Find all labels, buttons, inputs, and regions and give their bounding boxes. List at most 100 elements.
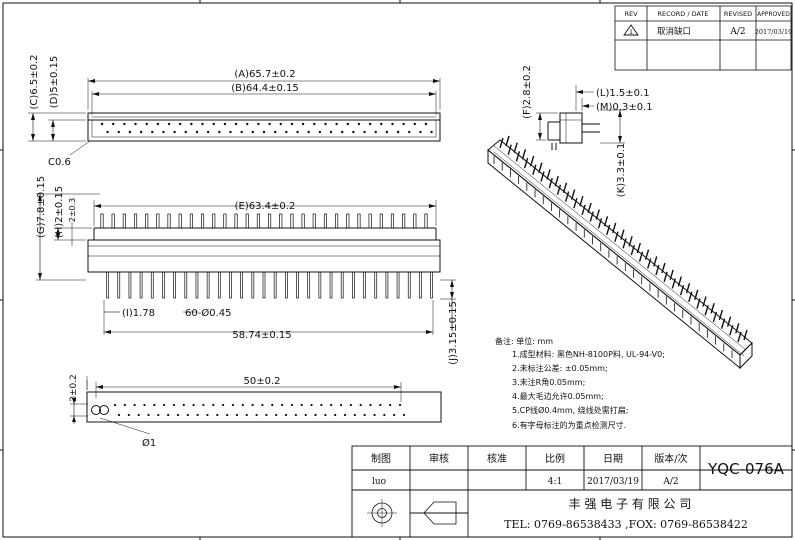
hole-dot xyxy=(167,413,170,417)
contact-dot xyxy=(290,122,294,126)
pin-lower xyxy=(419,271,422,299)
notes-title: 备注: 单位: mm xyxy=(495,336,553,346)
dim-f-label: (F)2.8±0.2 xyxy=(522,65,533,119)
value-version: A/2 xyxy=(662,477,678,487)
hole-dot xyxy=(147,413,150,417)
hole-dot xyxy=(186,413,189,417)
iso-pin xyxy=(694,289,699,301)
contact-dot xyxy=(408,130,411,134)
iso-pin xyxy=(505,135,510,147)
dim-m-label: (M)0.3±0.1 xyxy=(596,102,653,113)
dim-j-label: (J)3.15±0.15 xyxy=(448,301,459,365)
contact-dot xyxy=(396,130,400,134)
contact-dot xyxy=(391,122,394,126)
hole-dot xyxy=(216,413,219,417)
pin-lower xyxy=(430,271,433,299)
header-approver: 核准 xyxy=(487,452,507,465)
pin-upper xyxy=(413,213,417,229)
header-date: 日期 xyxy=(603,453,623,465)
contact-dots-upper xyxy=(100,122,428,126)
contact-dot xyxy=(190,122,193,126)
hole-dot xyxy=(261,403,264,407)
contact-dot xyxy=(301,122,305,126)
iso-pin xyxy=(523,157,529,169)
contact-dot xyxy=(167,122,171,126)
pin-upper xyxy=(234,213,238,229)
hole-dot xyxy=(202,403,205,407)
contact-dot xyxy=(307,130,310,134)
contact-dot xyxy=(363,130,366,134)
pin-upper xyxy=(256,213,260,229)
hole-dot xyxy=(157,413,160,417)
pin-upper xyxy=(167,213,171,229)
iso-pin xyxy=(655,264,660,276)
triangle-1-icon: 1 xyxy=(623,24,639,36)
value-date: 2017/03/19 xyxy=(587,477,639,487)
dim-g-label: (G)7.8±0.15 xyxy=(36,176,47,238)
note-6: 6.有字母标注的为重点检测尺寸. xyxy=(512,420,626,430)
hole-dot xyxy=(314,413,317,417)
pin-upper xyxy=(189,213,193,229)
hole-dot xyxy=(373,413,376,417)
contact-dot xyxy=(201,122,204,126)
iso-pin xyxy=(548,177,553,189)
iso-pin xyxy=(743,329,748,341)
pin-lower xyxy=(329,271,333,299)
pin-lower xyxy=(195,271,199,299)
contact-dot xyxy=(368,122,372,126)
pin-lower xyxy=(139,271,143,299)
pin-upper xyxy=(279,213,283,229)
pin-upper xyxy=(424,213,428,229)
pin-lower xyxy=(396,271,400,299)
pin-upper xyxy=(357,213,361,229)
dim-a-label: (A)65.7±0.2 xyxy=(234,69,295,80)
pin-lower xyxy=(106,271,109,299)
pin-lower xyxy=(307,271,311,299)
pin-upper xyxy=(212,213,216,229)
hole-dot xyxy=(163,403,166,407)
contact-dot xyxy=(402,122,405,126)
contact-dot xyxy=(279,122,282,126)
notes-block: 备注: 单位: mm 1.成型材料: 黑色NH-8100P料, UL-94-V0… xyxy=(495,336,665,430)
header-reviewer: 审核 xyxy=(429,452,449,465)
pin-upper xyxy=(245,213,249,229)
dim-c-label: (C)6.5±0.2 xyxy=(29,55,40,110)
iso-pin xyxy=(614,231,619,242)
iso-pin xyxy=(679,284,685,296)
pin-lower xyxy=(352,271,355,299)
contact-dot xyxy=(413,122,417,126)
hole-dot xyxy=(117,413,121,417)
approved-header: APPROVED xyxy=(757,11,790,18)
iso-pin xyxy=(628,236,633,247)
hole-dot xyxy=(320,403,323,407)
hole-dot xyxy=(255,413,258,417)
iso-pin xyxy=(688,291,693,303)
hole-dot xyxy=(182,403,185,407)
pin-lower xyxy=(318,271,322,299)
contact-dot xyxy=(111,122,115,126)
iso-pin xyxy=(562,182,568,194)
iso-pin xyxy=(671,278,677,289)
hole-dot xyxy=(172,403,176,407)
iso-pin xyxy=(704,305,709,316)
pin-upper xyxy=(268,213,272,229)
pin-lower xyxy=(363,271,366,299)
pin-lower xyxy=(407,271,411,299)
iso-pin xyxy=(663,271,668,282)
iso-pin xyxy=(712,311,718,323)
contact-dot xyxy=(380,122,383,126)
dim-h-label: (H)2±0.15 xyxy=(54,186,65,238)
hole-diameter-label: Ø1 xyxy=(142,437,156,449)
contact-dot xyxy=(374,130,377,134)
contact-dot xyxy=(296,130,299,134)
hole-dot xyxy=(353,413,356,417)
value-scale: 4:1 xyxy=(548,477,562,487)
pin-lower xyxy=(284,271,288,299)
pin-upper xyxy=(379,213,383,229)
dim-b-label: (B)64.4±0.15 xyxy=(231,83,299,94)
note-4: 4.最大毛边允许0.05mm; xyxy=(512,391,604,401)
hole-pattern xyxy=(113,403,406,417)
pin-lower xyxy=(217,271,221,299)
hole-dot xyxy=(402,413,406,417)
hole-dot xyxy=(212,403,215,407)
